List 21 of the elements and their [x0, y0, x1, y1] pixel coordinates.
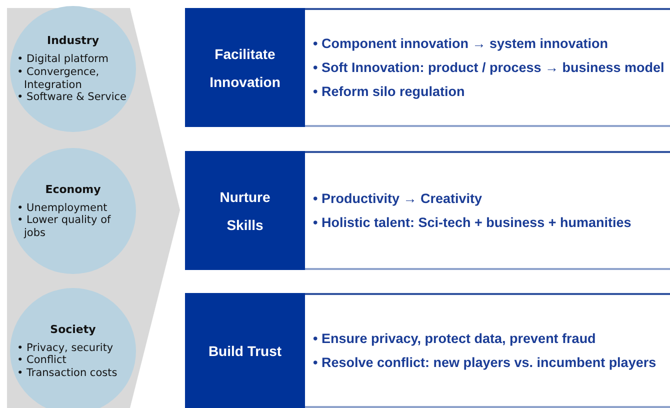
bullet-item: • Productivity → Creativity [313, 190, 484, 208]
bullet-item: • Soft Innovation: product / process → business model [313, 58, 666, 77]
panel-heading: Facilitate Innovation [185, 8, 305, 127]
bullet-item: • Privacy, security [17, 342, 114, 354]
bullet-item: • Conflict [17, 354, 68, 367]
circle-heading: Economy [45, 182, 101, 196]
bullet-item: • Convergence, Integration [17, 66, 100, 92]
panel-heading: Build Trust [185, 293, 305, 408]
bullet-item: • Reform silo regulation [313, 82, 466, 101]
bullet-item: • Digital platform [17, 53, 110, 66]
circle-heading: Industry [46, 34, 100, 48]
bullet-item: • Lower quality of jobs [17, 214, 112, 240]
panel-heading: Nurture Skills [185, 151, 305, 270]
circle-heading: Society [50, 322, 96, 336]
bullet-item: • Software & Service [17, 91, 128, 104]
bullet-item: • Transaction costs [17, 366, 118, 380]
bullet-item: • Unemployment [17, 202, 108, 214]
bullet-item: • Ensure privacy, protect data, prevent fraud [313, 330, 597, 348]
bullet-item: • Holistic talent: Sci-tech + business + humanities [313, 214, 632, 232]
bullet-item: • Component innovation → system innovation [313, 34, 609, 53]
bullet-item: • Resolve conflict: new players vs. incumbent players [313, 354, 658, 372]
